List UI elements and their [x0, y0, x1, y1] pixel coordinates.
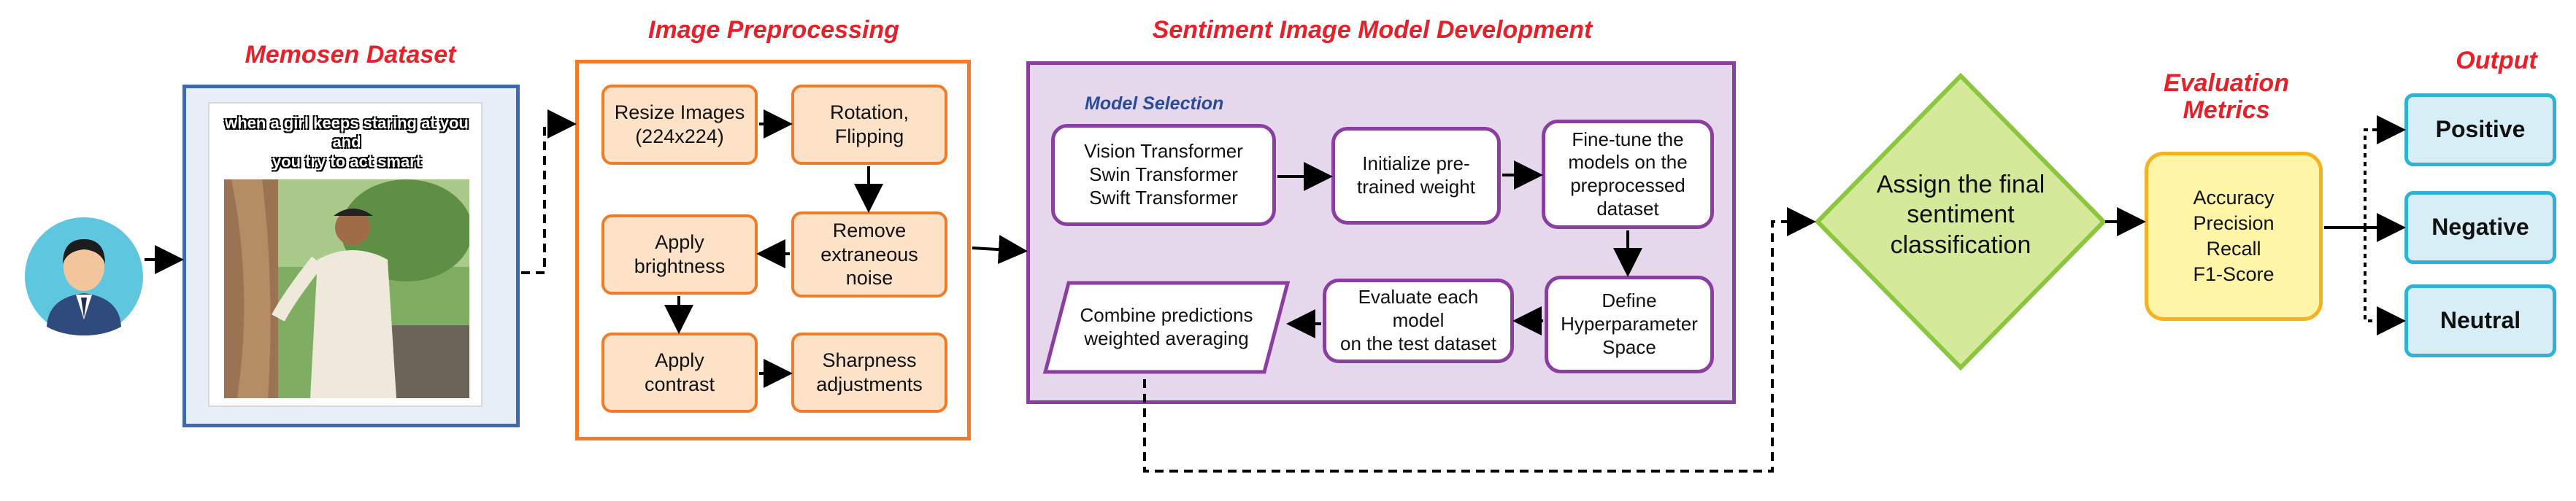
meme-image: when a girl keeps staring at you and you… [208, 102, 482, 407]
arrow-dataset-to-preprocessing [521, 109, 577, 274]
meme-photo [224, 179, 469, 398]
decision-diamond [1815, 73, 2107, 370]
arrow-to-neutral [2364, 228, 2406, 335]
apply-contrast-box: Apply contrast [601, 333, 758, 413]
arrow-to-positive [2364, 115, 2406, 228]
title-evaluation: Evaluation Metrics [2164, 69, 2289, 125]
sharpness-box: Sharpness adjustments [791, 333, 947, 413]
initialize-weight-box: Initialize pre- trained weight [1331, 127, 1501, 225]
title-preprocessing: Image Preprocessing [648, 16, 899, 44]
output-positive: Positive [2404, 93, 2556, 166]
transformers-box: Vision Transformer Swin Transformer Swif… [1051, 124, 1276, 226]
evaluation-metrics-box: Accuracy Precision Recall F1-Score [2145, 152, 2323, 321]
arrow-preprocessing-to-model [972, 235, 1028, 265]
evaluate-model-box: Evaluate each model on the test dataset [1323, 279, 1514, 363]
user-avatar-icon [25, 217, 143, 335]
title-dataset: Memosen Dataset [245, 41, 456, 69]
model-selection-label: Model Selection [1085, 93, 1224, 114]
resize-images-box: Resize Images (224x224) [601, 85, 758, 165]
output-negative: Negative [2404, 191, 2556, 264]
fine-tune-box: Fine-tune the models on the preprocessed… [1542, 120, 1714, 229]
decision-text: Assign the final sentiment classificatio… [1876, 170, 2045, 259]
remove-noise-box: Remove extraneous noise [791, 211, 947, 298]
title-output: Output [2456, 47, 2537, 74]
hyperparameter-box: Define Hyperparameter Space [1545, 276, 1714, 373]
combine-predictions-box: Combine predictions weighted averaging [1080, 304, 1253, 349]
rotation-flipping-box: Rotation, Flipping [791, 85, 947, 165]
meme-caption: when a girl keeps staring at you and you… [225, 114, 469, 171]
apply-brightness-box: Apply brightness [601, 214, 758, 295]
arrow-combine-to-decision [1143, 207, 1816, 473]
combine-predictions-shape [1042, 281, 1291, 374]
title-model-development: Sentiment Image Model Development [1152, 16, 1593, 44]
output-neutral: Neutral [2404, 284, 2556, 357]
